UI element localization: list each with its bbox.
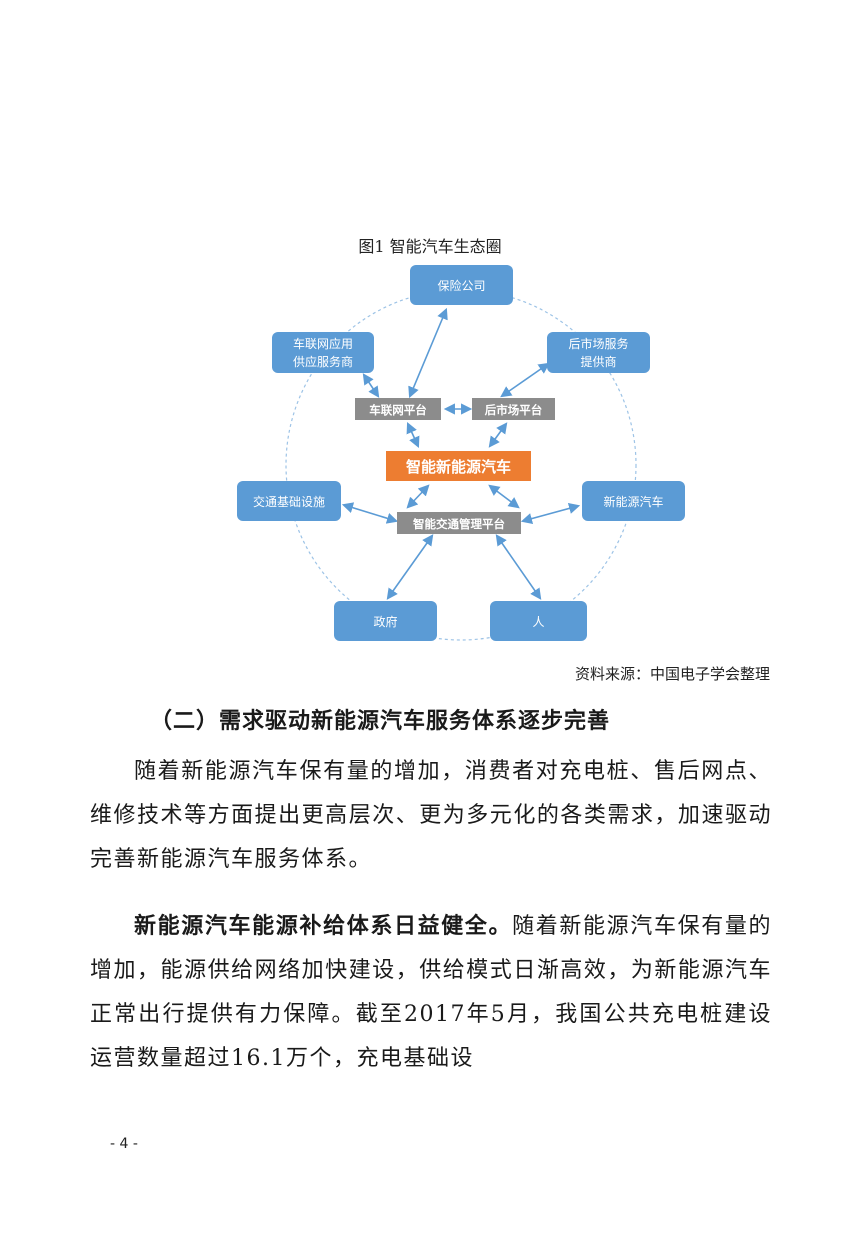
platform-aftermarket: 后市场平台	[472, 398, 555, 420]
paragraph-2-lead: 新能源汽车能源补给体系日益健全。	[134, 913, 513, 939]
arrows	[341, 307, 581, 600]
node-nev: 新能源汽车	[582, 481, 685, 521]
svg-text:后市场服务: 后市场服务	[568, 336, 628, 351]
arrow-supplier-iov	[362, 373, 380, 398]
section-heading: （二）需求驱动新能源汽车服务体系逐步完善	[150, 708, 611, 734]
paragraph-1: 随着新能源汽车保有量的增加，消费者对充电桩、售后网点、维修技术等方面提出更高层次…	[90, 759, 772, 872]
arrow-nev-traffic	[520, 502, 581, 525]
svg-text:后市场平台: 后市场平台	[485, 403, 543, 417]
figure-caption: 图1 智能汽车生态圈	[358, 237, 502, 256]
figure-source: 资料来源：中国电子学会整理	[574, 665, 770, 683]
node-aftermarket-provider: 后市场服务 提供商	[547, 332, 650, 373]
arrow-insurance-iov	[408, 307, 448, 399]
platform-traffic: 智能交通管理平台	[397, 512, 521, 534]
arrow-iov-center	[406, 421, 420, 449]
node-insurance: 保险公司	[410, 265, 513, 305]
ecosystem-diagram: 保险公司 车联网应用 供应服务商 后市场服务 提供商 交通基础设施 新能源汽车 …	[237, 265, 685, 641]
node-infrastructure: 交通基础设施	[237, 481, 341, 521]
paragraph-2-body: 随着新能源汽车保有量的增加，能源供给网络加快建设，供给模式日渐高效，为新能源汽车…	[90, 914, 772, 1071]
svg-text:车联网应用: 车联网应用	[293, 336, 353, 351]
svg-text:智能新能源汽车: 智能新能源汽车	[406, 458, 511, 476]
node-people: 人	[490, 601, 587, 641]
arrow-center-traffic-right	[488, 484, 520, 509]
svg-text:人: 人	[532, 615, 544, 629]
svg-text:政府: 政府	[373, 614, 397, 629]
arrow-traffic-government	[386, 534, 434, 600]
paragraph-2: 新能源汽车能源补给体系日益健全。随着新能源汽车保有量的增加，能源供给网络加快建设…	[90, 904, 772, 1081]
arrow-provider-aftermarket	[500, 362, 550, 398]
center-node: 智能新能源汽车	[386, 451, 531, 481]
page-number: - 4 -	[110, 1136, 138, 1152]
svg-text:智能交通管理平台: 智能交通管理平台	[413, 517, 505, 531]
arrow-aftermarket-center	[488, 422, 508, 448]
svg-text:车联网平台: 车联网平台	[369, 403, 427, 417]
node-government: 政府	[334, 601, 437, 641]
svg-text:新能源汽车: 新能源汽车	[603, 494, 663, 509]
svg-text:保险公司: 保险公司	[437, 278, 485, 293]
platform-iov: 车联网平台	[355, 398, 441, 420]
arrow-center-traffic-left	[406, 484, 430, 509]
svg-text:提供商: 提供商	[580, 354, 616, 369]
svg-text:供应服务商: 供应服务商	[293, 354, 353, 369]
svg-text:交通基础设施: 交通基础设施	[253, 494, 325, 509]
arrow-infra-traffic	[341, 502, 399, 524]
node-iov-supplier: 车联网应用 供应服务商	[272, 332, 374, 373]
arrow-traffic-people	[495, 534, 542, 600]
